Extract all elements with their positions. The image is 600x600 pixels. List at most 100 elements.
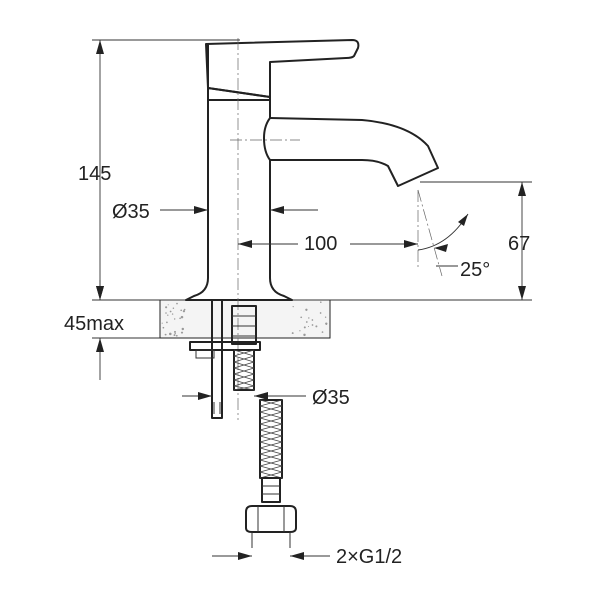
label-body-diameter: Ø35 [112,201,150,223]
braid-strand [233,361,255,369]
speckle [324,316,327,318]
speckle [176,302,178,305]
arrow-left-icon [290,552,304,560]
arrow-icon [434,244,448,252]
speckle [181,327,185,331]
speckle [315,325,318,328]
braid-strand [233,373,255,381]
speckle [165,312,167,314]
arrow-up-icon [96,338,104,352]
threaded-rod [211,299,223,419]
speckle [174,332,176,335]
speckle [303,326,306,329]
speckle [319,312,322,314]
braid-strand [259,423,283,431]
speckle [325,323,328,326]
counter-speckle-pattern [161,301,328,337]
speckle [300,316,303,319]
dim-body-diameter: Ø35 [112,201,318,223]
speckle [299,330,301,332]
speckle [308,317,310,319]
braid-strand [233,367,255,375]
label-hole-diameter: Ø35 [312,387,350,409]
arrow-up-icon [96,40,104,54]
dim-spout-angle: 25° [417,213,490,281]
outlet-angle-line [417,189,443,277]
speckle [180,315,184,319]
dim-spout-reach: 100 [238,228,418,255]
thread-nut [245,505,297,533]
speckle [303,333,306,337]
hose-ferrule [261,477,281,503]
braid-strand [259,399,283,407]
fixing-nut [195,349,215,359]
dim-hole-diameter: Ø35 [182,387,350,409]
speckle [321,331,324,333]
speckle [180,331,184,334]
label-overall-height: 145 [78,163,111,185]
braid-strand [259,447,283,455]
arrow-left-icon [270,206,284,214]
speckle [305,321,308,323]
braid-strand [259,453,283,461]
braid-strand [259,417,283,425]
arrow-down-icon [96,286,104,300]
speckle [320,301,322,303]
arrow-left-icon [254,392,268,400]
braid-strand [233,379,255,387]
speckle [180,309,183,312]
hose-connector [231,305,257,345]
speckle [167,314,169,316]
speckle [182,310,186,313]
speckle [161,322,163,324]
arrow-right-icon [404,240,418,248]
speckle [166,321,168,324]
speckle [164,333,167,336]
braid-strand [259,441,283,449]
dim-counter-thickness: 45max [64,280,160,380]
arrow-right-icon [194,206,208,214]
arrow-icon [458,214,468,226]
faucet-body [185,39,439,301]
body-right-edge [263,99,293,301]
fixing-plate [189,341,261,351]
angle-arc [417,213,469,251]
hose-upper [233,349,255,391]
cartridge-cap [207,87,271,101]
speckle [162,326,165,329]
braid-strand [259,459,283,467]
arrow-up-icon [518,182,526,196]
speckle [305,308,308,311]
speckle [291,332,294,335]
spout [269,117,439,187]
speckle [165,306,168,309]
label-spout-angle: 25° [460,259,490,281]
lever-handle [205,39,360,98]
speckle [173,334,176,337]
arrow-right-icon [198,392,212,400]
speckle [179,317,181,320]
speckle [307,325,310,328]
braid-strand [233,349,255,357]
speckle [183,308,186,311]
braid-strand [259,429,283,437]
speckle [169,332,172,336]
body-left-edge [185,99,209,301]
label-spout-height: 67 [508,233,530,255]
braid-strand [259,411,283,419]
arrow-right-icon [238,552,252,560]
arrow-down-icon [518,286,526,300]
braid-strand [259,465,283,473]
braid-strand [259,405,283,413]
dim-spout-height: 67 [292,181,532,301]
speckle [169,310,172,313]
center-lines [230,38,443,420]
speckle [167,304,169,306]
speckle [292,305,294,308]
speckle [175,334,178,337]
speckle [174,318,176,320]
dim-hose-thread: 2×G1/2 [212,546,402,568]
speckle [174,331,176,333]
